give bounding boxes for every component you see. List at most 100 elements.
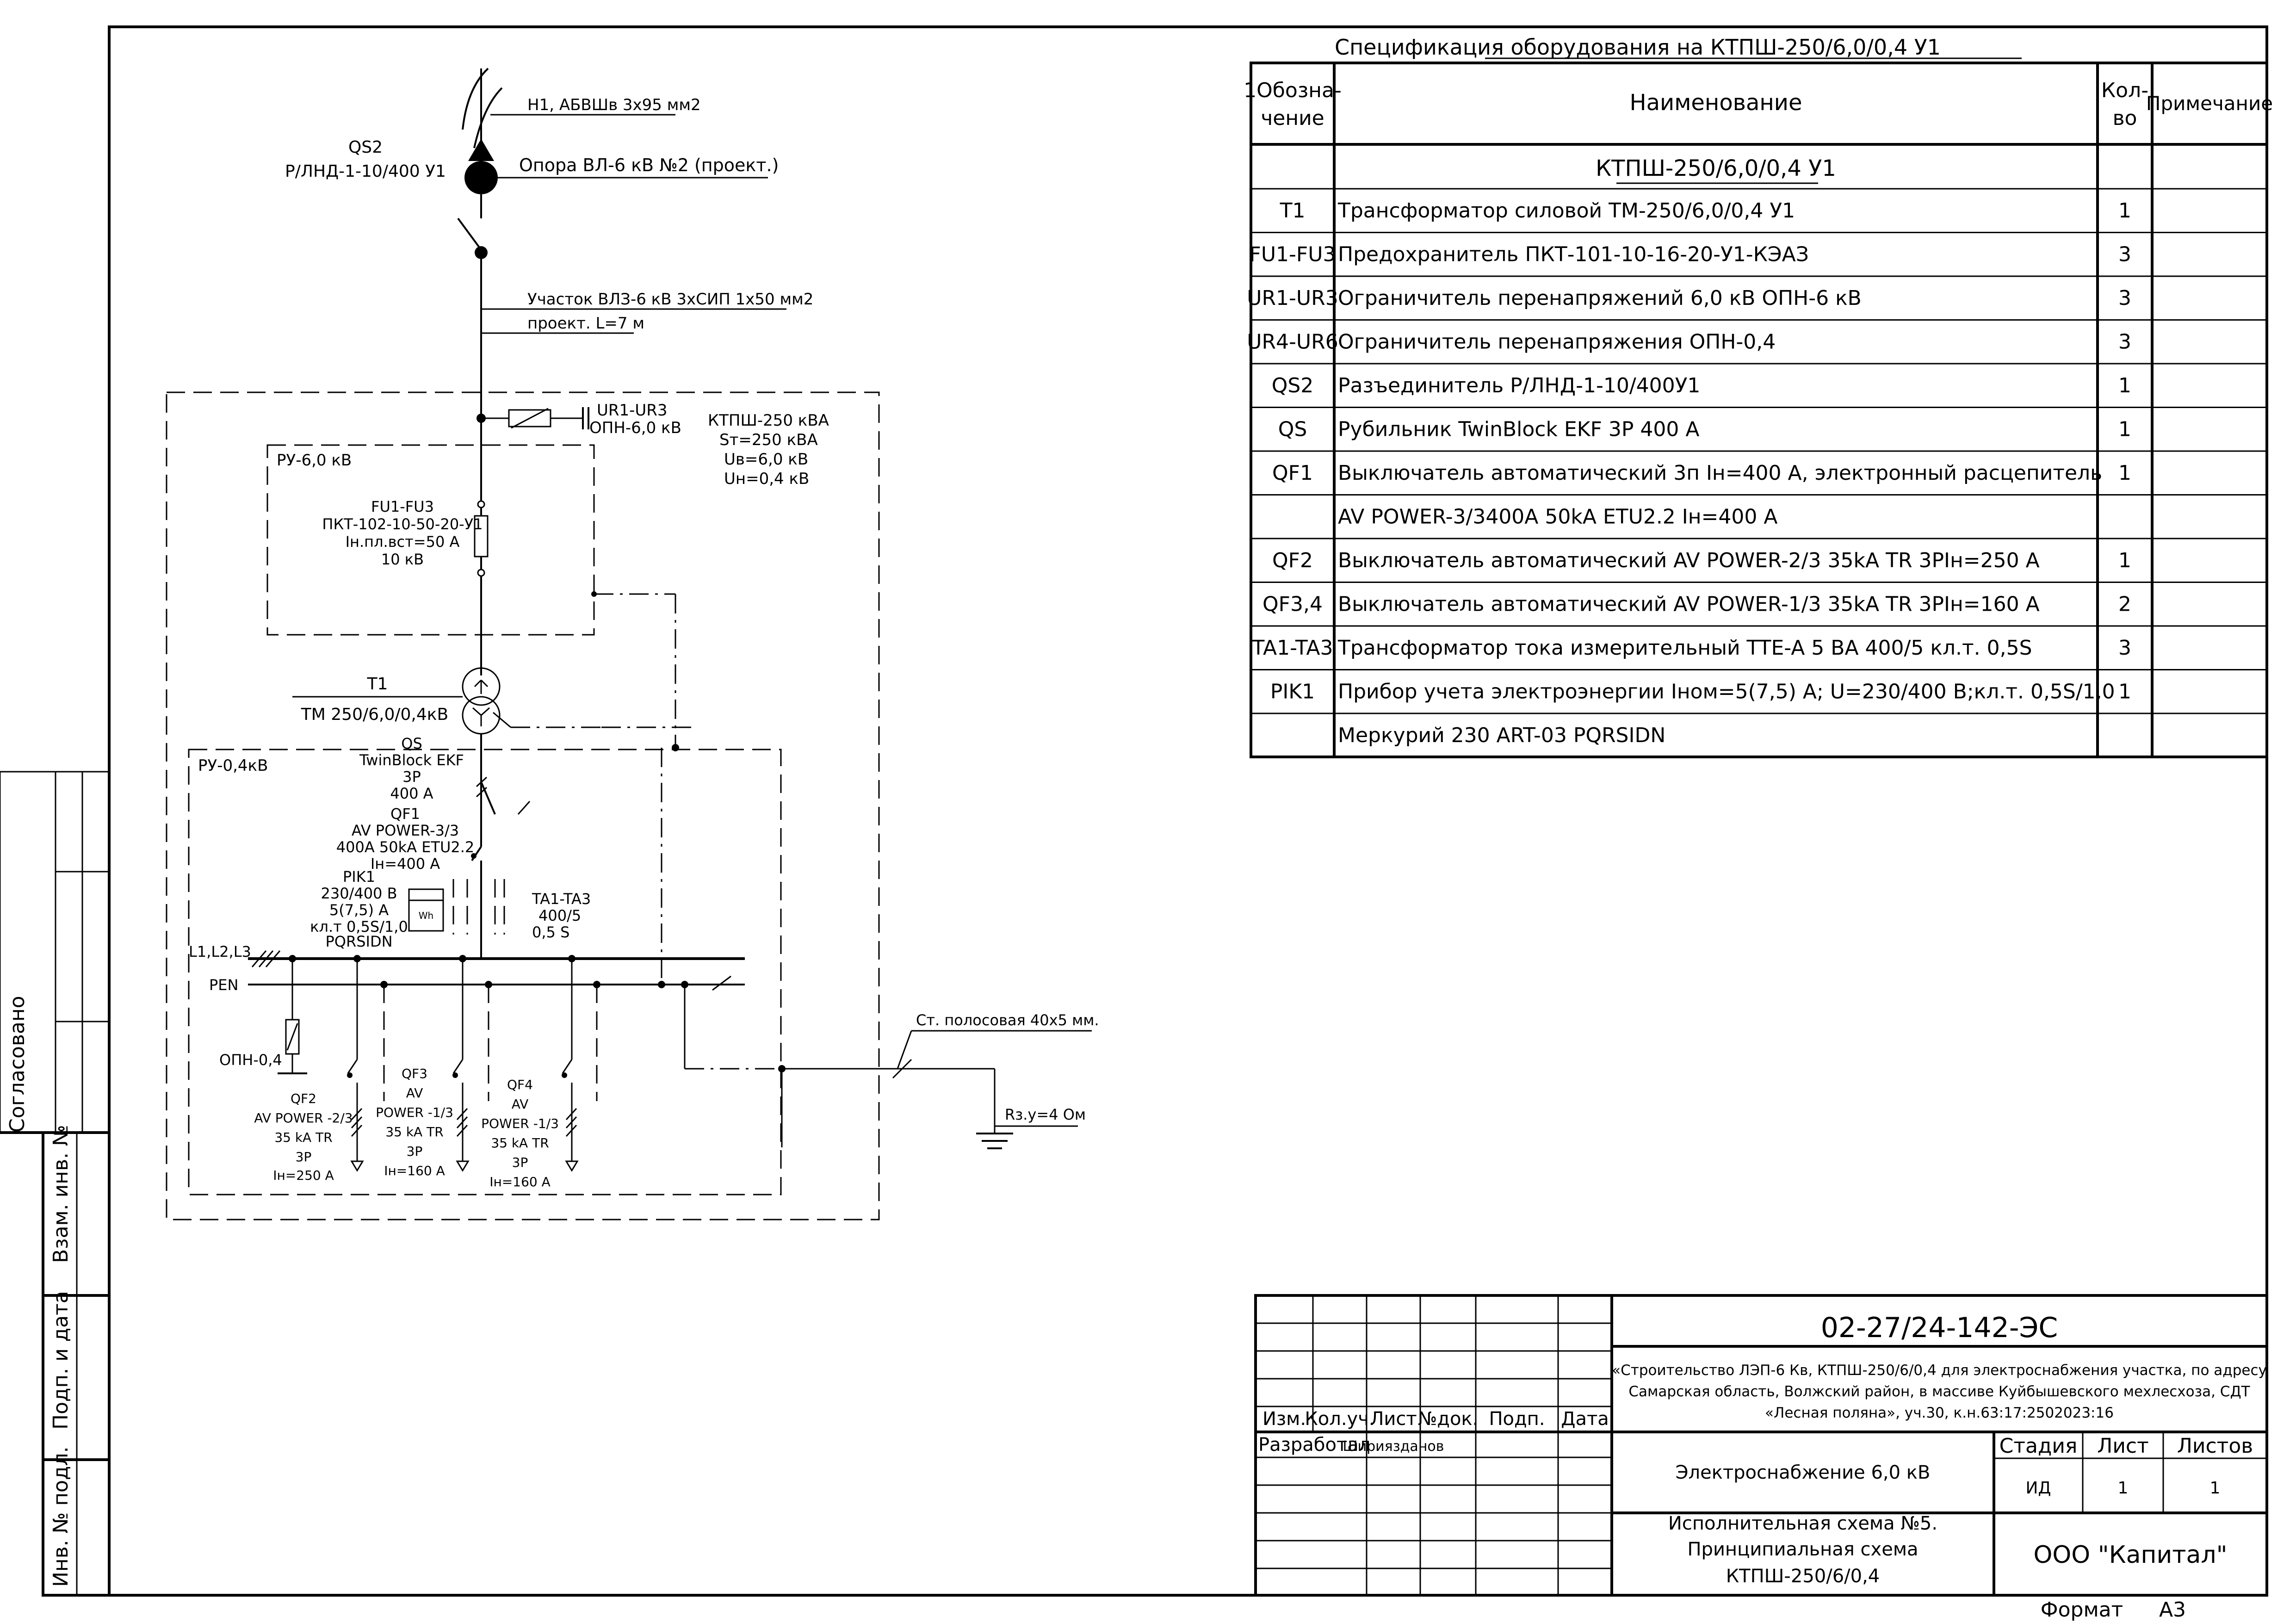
ktp-label-2: Sт=250 кВА bbox=[719, 431, 818, 449]
schematic: Н1, АБВШв 3х95 мм2 Опора ВЛ-6 кВ №2 (про… bbox=[166, 68, 1099, 1220]
spec-row-qty: 1 bbox=[2118, 374, 2131, 397]
qs2-name: QS2 bbox=[348, 138, 383, 157]
spec-row-designation: PIK1 bbox=[1270, 680, 1315, 704]
format-label: Формат bbox=[2041, 1598, 2123, 1622]
spec-row-designation: Т1 bbox=[1280, 199, 1306, 223]
qf3-label-2: AV bbox=[406, 1085, 423, 1101]
qs2-type: Р/ЛНД-1-10/400 У1 bbox=[285, 162, 446, 181]
qf3-label-5: 3P bbox=[407, 1144, 423, 1159]
qf4-label-3: POWER -1/3 bbox=[481, 1116, 559, 1131]
ta-label-1: TA1-TA3 bbox=[532, 890, 591, 908]
pole-symbol bbox=[468, 139, 494, 161]
spec-row-name: Меркурий 230 ART-03 PQRSIDN bbox=[1338, 724, 1665, 747]
spec-row-qty: 2 bbox=[2118, 593, 2131, 616]
qf4-label-1: QF4 bbox=[507, 1077, 533, 1092]
col-kol: Кол.уч. bbox=[1305, 1408, 1374, 1430]
col-list: Лист bbox=[1370, 1408, 1417, 1430]
pik-label-1: PIK1 bbox=[343, 868, 375, 886]
spec-header-designation-1: 1Обозна- bbox=[1244, 79, 1342, 102]
spec-row-name: Выключатель автоматический AV POWER-1/3 … bbox=[1338, 593, 2040, 616]
title-block: Изм. Кол.уч. Лист №док. Подп. Дата Разра… bbox=[1254, 1294, 2268, 1622]
meter-wh: Wh bbox=[419, 910, 433, 921]
sheets-header: Листов bbox=[2177, 1434, 2253, 1458]
section-label-2: проект. L=7 м bbox=[527, 314, 644, 333]
spec-row-qty: 1 bbox=[2118, 199, 2131, 223]
spec-row-name: Выключатель автоматический 3п Iн=400 А, … bbox=[1338, 461, 2102, 485]
bus-l-label: L1,L2,L3 bbox=[189, 943, 251, 960]
spec-table: Спецификация оборудования на КТПШ-250/6,… bbox=[1244, 35, 2273, 758]
sheet-value: 1 bbox=[2118, 1479, 2129, 1498]
spec-row-qty: 1 bbox=[2118, 680, 2131, 704]
spec-header-qty-1: Кол- bbox=[2101, 79, 2148, 102]
vzam-label: Взам. инв. № bbox=[49, 1125, 73, 1263]
qf3-label-1: QF3 bbox=[402, 1066, 427, 1081]
spec-row-designation: FU1-FU3 bbox=[1250, 243, 1336, 266]
inv-label: Инв. № подл. bbox=[49, 1446, 73, 1587]
spec-row-designation: UR4-UR6 bbox=[1247, 330, 1338, 354]
pik-label-5: PQRSIDN bbox=[325, 933, 392, 950]
spec-row-name: Выключатель автоматический AV POWER-2/3 … bbox=[1338, 549, 2040, 572]
ground-r-label: Rз.у=4 Ом bbox=[1005, 1106, 1086, 1123]
spec-row-name: AV POWER-3/3400A 50kA ETU2.2 Iн=400 A bbox=[1338, 505, 1777, 529]
qf4-label-5: 3P bbox=[512, 1155, 528, 1170]
spec-row-qty: 1 bbox=[2118, 549, 2131, 572]
spec-header-note: Примечание bbox=[2146, 92, 2273, 115]
meter-box bbox=[408, 888, 444, 932]
spec-row-qty: 3 bbox=[2118, 330, 2131, 354]
pole-label: Опора ВЛ-6 кВ №2 (проект.) bbox=[519, 155, 779, 175]
developer-name: Шириязданов bbox=[1343, 1438, 1444, 1455]
pik-label-4: кл.т 0,5S/1,0 bbox=[310, 918, 408, 935]
qf1-label-2: AV POWER-3/3 bbox=[352, 822, 459, 839]
drawing-frame bbox=[108, 25, 2268, 1597]
ur-type: ОПН-6,0 кВ bbox=[589, 419, 681, 437]
ground-strip-label: Ст. полосовая 40х5 мм. bbox=[916, 1011, 1099, 1029]
ktp-label-1: КТПШ-250 кВА bbox=[708, 411, 829, 430]
spec-row-qty: 1 bbox=[2118, 461, 2131, 485]
fu-label-2: ПКТ-102-10-50-20-У1 bbox=[322, 515, 483, 533]
spec-row-name: Ограничитель перенапряжений 6,0 кВ ОПН-6… bbox=[1338, 286, 1862, 310]
qf2-label-3: 35 kA TR bbox=[274, 1130, 332, 1145]
section-label-1: Участок ВЛЗ-6 кВ 3хСИП 1х50 мм2 bbox=[527, 290, 813, 309]
qf4-label-2: AV bbox=[512, 1096, 529, 1112]
t1-winding-hv bbox=[462, 667, 501, 706]
fu-label-3: Iн.пл.вст=50 А bbox=[346, 533, 460, 551]
ktp-label-4: Uн=0,4 кВ bbox=[724, 470, 809, 488]
fu-label-4: 10 кВ bbox=[381, 551, 424, 568]
ru6-box bbox=[266, 444, 595, 636]
section-title: Электроснабжение 6,0 кВ bbox=[1676, 1462, 1931, 1483]
spec-row-name: Предохранитель ПКТ-101-10-16-20-У1-КЭАЗ bbox=[1338, 243, 1809, 266]
qf3-label-4: 35 kA TR bbox=[385, 1124, 443, 1140]
pik-label-3: 5(7,5) А bbox=[329, 901, 389, 919]
spec-header-designation-2: чение bbox=[1261, 106, 1324, 130]
qf1-label-4: Iн=400 A bbox=[371, 855, 440, 873]
qf2-label-4: 3P bbox=[296, 1149, 312, 1165]
spec-subtitle: КТПШ-250/6,0/0,4 У1 bbox=[1596, 155, 1836, 181]
qs-label-1: QS bbox=[401, 735, 422, 752]
sheets-value: 1 bbox=[2210, 1479, 2221, 1498]
ta-label-2: 400/5 bbox=[538, 907, 581, 924]
qf3-label-6: Iн=160 А bbox=[384, 1163, 445, 1178]
spec-header-name: Наименование bbox=[1629, 90, 1802, 116]
opn04-label: ОПН-0,4 bbox=[219, 1051, 282, 1069]
col-izm: Изм. bbox=[1262, 1408, 1306, 1430]
fu-label-1: FU1-FU3 bbox=[371, 498, 434, 515]
ru04-label: РУ-0,4кВ bbox=[198, 756, 268, 775]
spec-row-designation: QF3,4 bbox=[1262, 593, 1323, 616]
spec-row-name: Трансформатор тока измерительный TTE-A 5… bbox=[1337, 636, 2032, 660]
drawing-title-2: Принципиальная схема bbox=[1687, 1539, 1918, 1560]
drawing-title-3: КТПШ-250/6/0,4 bbox=[1726, 1566, 1880, 1587]
spec-row-name: Трансформатор силовой ТМ-250/6,0/0,4 У1 bbox=[1337, 199, 1795, 223]
qf2-label-1: QF2 bbox=[291, 1091, 316, 1106]
sheet-header: Лист bbox=[2097, 1434, 2149, 1458]
project-line-1: «Строительство ЛЭП-6 Кв, КТПШ-250/6/0,4 … bbox=[1612, 1362, 2267, 1379]
col-date: Дата bbox=[1561, 1408, 1609, 1430]
stage-value: ИД bbox=[2025, 1479, 2051, 1498]
spec-row-qty: 1 bbox=[2118, 418, 2131, 441]
spec-row-name: Прибор учета электроэнергии Iном=5(7,5) … bbox=[1338, 680, 2115, 704]
ur-name: UR1-UR3 bbox=[597, 401, 668, 420]
t1-name: Т1 bbox=[367, 675, 388, 694]
line-n1-label: Н1, АБВШв 3х95 мм2 bbox=[527, 96, 701, 114]
spec-row-qty: 3 bbox=[2118, 243, 2131, 266]
ta-label-3: 0,5 S bbox=[532, 923, 569, 941]
